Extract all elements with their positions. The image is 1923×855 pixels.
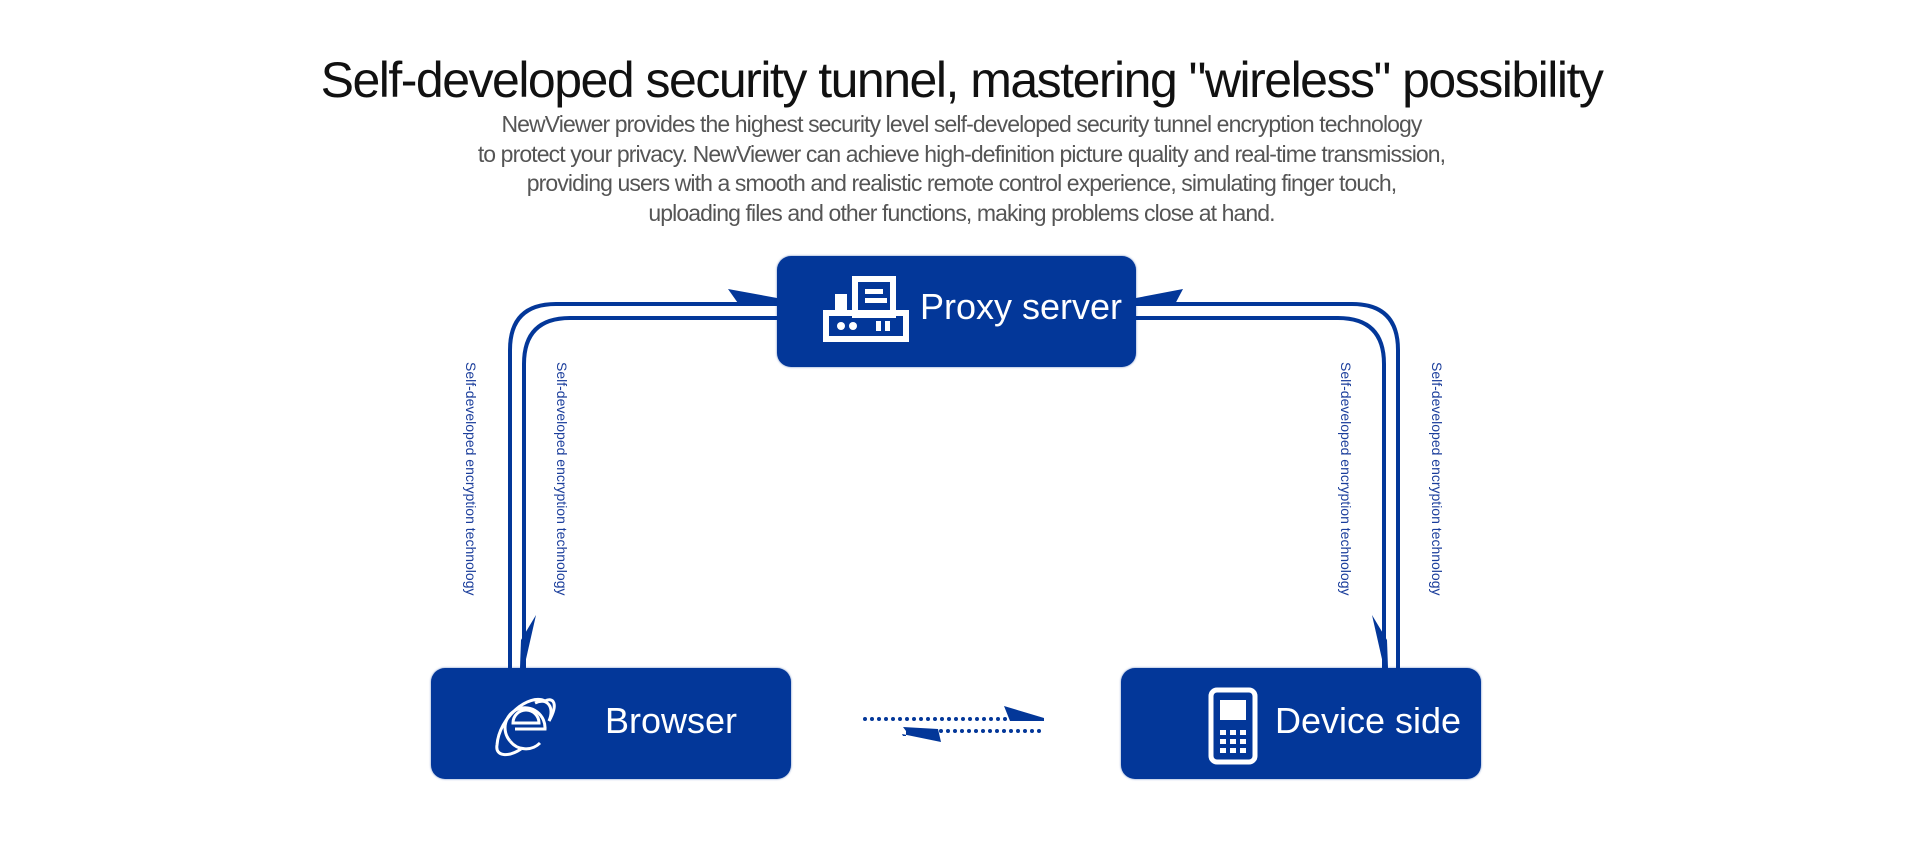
dotted-line-dot: [940, 717, 944, 721]
arrowhead-to-proxy-left: [728, 289, 777, 306]
dotted-line-dot: [891, 717, 895, 721]
description-line: uploading files and other functions, mak…: [648, 199, 1275, 226]
dotted-line-dot: [954, 717, 958, 721]
dotted-line-dot: [974, 729, 978, 733]
dotted-line-dot: [926, 717, 930, 721]
dotted-line-dot: [996, 717, 1000, 721]
dotted-line-dot: [1030, 729, 1034, 733]
dotted-line-dot: [925, 729, 929, 733]
dotted-line-dot: [981, 729, 985, 733]
dotted-line-dot: [919, 717, 923, 721]
dotted-line-dot: [1023, 729, 1027, 733]
page-title: Self-developed security tunnel, masterin…: [320, 52, 1604, 108]
dotted-line-dot: [863, 717, 867, 721]
link-proxy-to-browser: [522, 316, 777, 668]
dotted-arrow-right: [863, 717, 1007, 721]
internet-explorer-icon: [495, 698, 556, 756]
dotted-line-dot: [947, 717, 951, 721]
dotted-line-dot: [988, 729, 992, 733]
dotted-line-dot: [995, 729, 999, 733]
dotted-line-dot: [877, 717, 881, 721]
dotted-line-dot: [870, 717, 874, 721]
arrowhead-to-browser: [520, 615, 536, 668]
dotted-line-dot: [946, 729, 950, 733]
dotted-line-dot: [1003, 717, 1007, 721]
dotted-line-dot: [960, 729, 964, 733]
browser-label: Browser: [605, 700, 738, 741]
link-browser-to-proxy: [508, 302, 777, 668]
arrowhead-to-proxy-right: [1136, 289, 1183, 306]
proxy-server-label: Proxy server: [920, 286, 1123, 327]
dotted-line-dot: [953, 729, 957, 733]
browser-node: Browser: [431, 668, 791, 779]
dotted-line-dot: [967, 729, 971, 733]
device-side-label: Device side: [1275, 700, 1462, 741]
page-description: NewViewer provides the highest security …: [0, 110, 1923, 228]
dotted-arrow-left: [918, 729, 1041, 733]
dotted-line-dot: [989, 717, 993, 721]
dotted-line-dot: [975, 717, 979, 721]
dotted-line-dot: [905, 717, 909, 721]
proxy-server-node: Proxy server: [777, 256, 1136, 367]
dotted-line-dot: [898, 717, 902, 721]
mobile-phone-icon: [1208, 687, 1258, 765]
server-icon: [823, 276, 909, 342]
link-label-right-inner: Self-developed encryption technology: [1338, 362, 1354, 596]
dotted-line-dot: [1002, 729, 1006, 733]
arrowhead-to-device: [1372, 615, 1388, 668]
link-proxy-to-device: [1136, 316, 1386, 668]
dotted-line-dot: [982, 717, 986, 721]
dotted-line-dot: [932, 729, 936, 733]
arrowhead-dotted-left: [902, 727, 941, 742]
dotted-line-dot: [961, 717, 965, 721]
dotted-line-dot: [912, 717, 916, 721]
description-line: providing users with a smooth and realis…: [526, 170, 1397, 196]
dotted-line-dot: [933, 717, 937, 721]
link-label-left-outer: Self-developed encryption technology: [463, 362, 479, 596]
dotted-line-dot: [918, 729, 922, 733]
device-side-node: Device side: [1121, 668, 1481, 779]
description-line: to protect your privacy. NewViewer can a…: [477, 140, 1446, 167]
dotted-line-dot: [939, 729, 943, 733]
dotted-line-dot: [1016, 729, 1020, 733]
dotted-line-dot: [884, 717, 888, 721]
arrowhead-dotted-right: [1004, 706, 1044, 721]
link-label-left-inner: Self-developed encryption technology: [554, 362, 570, 596]
dotted-line-dot: [968, 717, 972, 721]
dotted-line-dot: [1037, 729, 1041, 733]
link-device-to-proxy: [1136, 302, 1400, 668]
dotted-line-dot: [1009, 729, 1013, 733]
description-line: NewViewer provides the highest security …: [501, 111, 1422, 137]
link-label-right-outer: Self-developed encryption technology: [1429, 362, 1445, 596]
